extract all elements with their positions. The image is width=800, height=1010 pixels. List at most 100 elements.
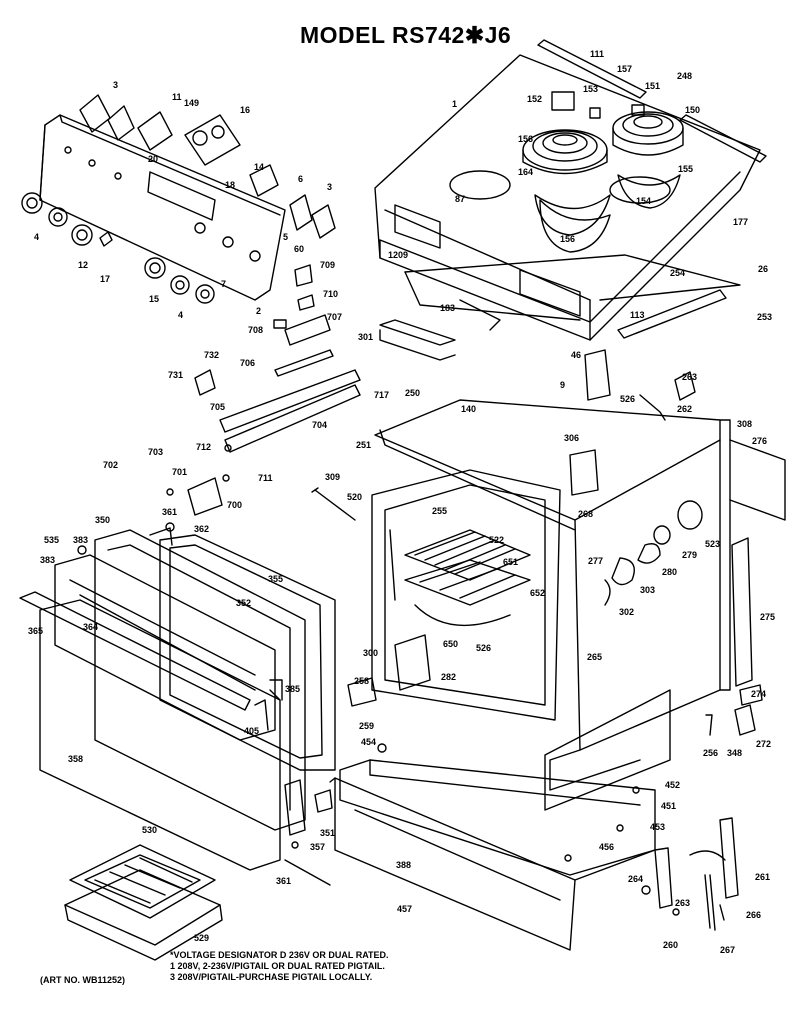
callout: 520 [347, 492, 362, 502]
callout: 4 [34, 232, 39, 242]
oven-thermostat-brackets [166, 264, 361, 516]
callout: 350 [95, 515, 110, 525]
storage-drawer [329, 759, 656, 951]
callout: 151 [645, 81, 660, 91]
callout: 452 [665, 780, 680, 790]
callout: 701 [172, 467, 187, 477]
callout: 113 [630, 310, 645, 320]
callout: 529 [194, 933, 209, 943]
callout: 276 [752, 436, 767, 446]
callout: 156 [560, 234, 575, 244]
callout: 535 [44, 535, 59, 545]
callout: 262 [677, 404, 692, 414]
callout: 164 [518, 167, 533, 177]
callout: 250 [405, 388, 420, 398]
callout: 700 [227, 500, 242, 510]
callout: 522 [489, 535, 504, 545]
surface-unit-right [612, 111, 684, 209]
callout-labels: 3 11 149 16 20 14 18 6 3 5 60 4 12 17 15… [28, 49, 775, 955]
callout: 456 [599, 842, 614, 852]
bracket-301 [379, 319, 456, 361]
callout: 261 [755, 872, 770, 882]
callout: 405 [244, 726, 259, 736]
callout: 256 [703, 748, 718, 758]
callout: 352 [236, 598, 251, 608]
door-frame-back [159, 534, 336, 771]
control-knobs [21, 192, 215, 304]
callout: 303 [640, 585, 655, 595]
callout: 155 [678, 164, 693, 174]
callout: 254 [670, 268, 685, 278]
callout: 526 [476, 643, 491, 653]
callout: 248 [677, 71, 692, 81]
callout: 280 [662, 567, 677, 577]
cooktop [374, 54, 761, 341]
door-outer-panel [19, 591, 281, 871]
drawer-slides [377, 743, 640, 862]
terminal-parts-right [569, 371, 703, 606]
callout: 251 [356, 440, 371, 450]
callout: 15 [149, 294, 159, 304]
callout: 156 [518, 134, 533, 144]
callout: 274 [751, 689, 766, 699]
callout: 302 [619, 607, 634, 617]
callout: 651 [503, 557, 518, 567]
callout: 702 [103, 460, 118, 470]
art-number: (ART NO. WB11252) [40, 975, 126, 985]
callout: 362 [194, 524, 209, 534]
callout: 1209 [388, 250, 408, 260]
callout: 264 [628, 874, 643, 884]
callout: 453 [650, 822, 665, 832]
callout: 712 [196, 442, 211, 452]
callout: 263 [675, 898, 690, 908]
footnote-line: *VOLTAGE DESIGNATOR D 236V OR DUAL RATED… [170, 950, 389, 960]
callout: 266 [746, 910, 761, 920]
callout: 255 [432, 506, 447, 516]
callout: 365 [28, 626, 43, 636]
callout: 14 [254, 162, 264, 172]
callout: 717 [374, 390, 389, 400]
control-panel [39, 114, 286, 301]
callout: 153 [583, 84, 598, 94]
callout: 383 [73, 535, 88, 545]
callout: 364 [83, 622, 98, 632]
callout: 301 [358, 332, 373, 342]
callout: 277 [588, 556, 603, 566]
callout: 265 [587, 652, 602, 662]
oven-cabinet [374, 399, 731, 811]
side-panel-275 [731, 537, 753, 687]
callout: 530 [142, 825, 157, 835]
callout: 388 [396, 860, 411, 870]
callout: 710 [323, 289, 338, 299]
callout: 157 [617, 64, 632, 74]
callout: 152 [527, 94, 542, 104]
callout: 308 [737, 419, 752, 429]
vent-duct [404, 254, 741, 331]
callout: 7 [221, 279, 226, 289]
callout: 11 [172, 92, 182, 102]
callout: 26 [758, 264, 768, 274]
callout: 5 [283, 232, 288, 242]
switches-and-clock [79, 94, 336, 239]
callout: 150 [685, 105, 700, 115]
callout: 259 [359, 721, 374, 731]
callout: 306 [564, 433, 579, 443]
door-hinge-assembly [347, 634, 431, 707]
callout: 355 [268, 574, 283, 584]
door-hardware [77, 522, 333, 886]
callout: 60 [294, 244, 304, 254]
callout: 711 [258, 473, 273, 483]
rear-panel-276 [729, 439, 786, 521]
cooktop-trim-strips [537, 39, 767, 163]
callout: 183 [440, 303, 455, 313]
callout: 707 [327, 312, 342, 322]
callout: 348 [727, 748, 742, 758]
callout: 385 [285, 684, 300, 694]
callout: 731 [168, 370, 183, 380]
diagram-title: MODEL RS742✱J6 [300, 22, 512, 48]
callout: 263 [682, 372, 697, 382]
callout: 154 [636, 196, 651, 206]
callout: 705 [210, 402, 225, 412]
callout: 9 [560, 380, 565, 390]
callout: 20 [148, 154, 158, 164]
